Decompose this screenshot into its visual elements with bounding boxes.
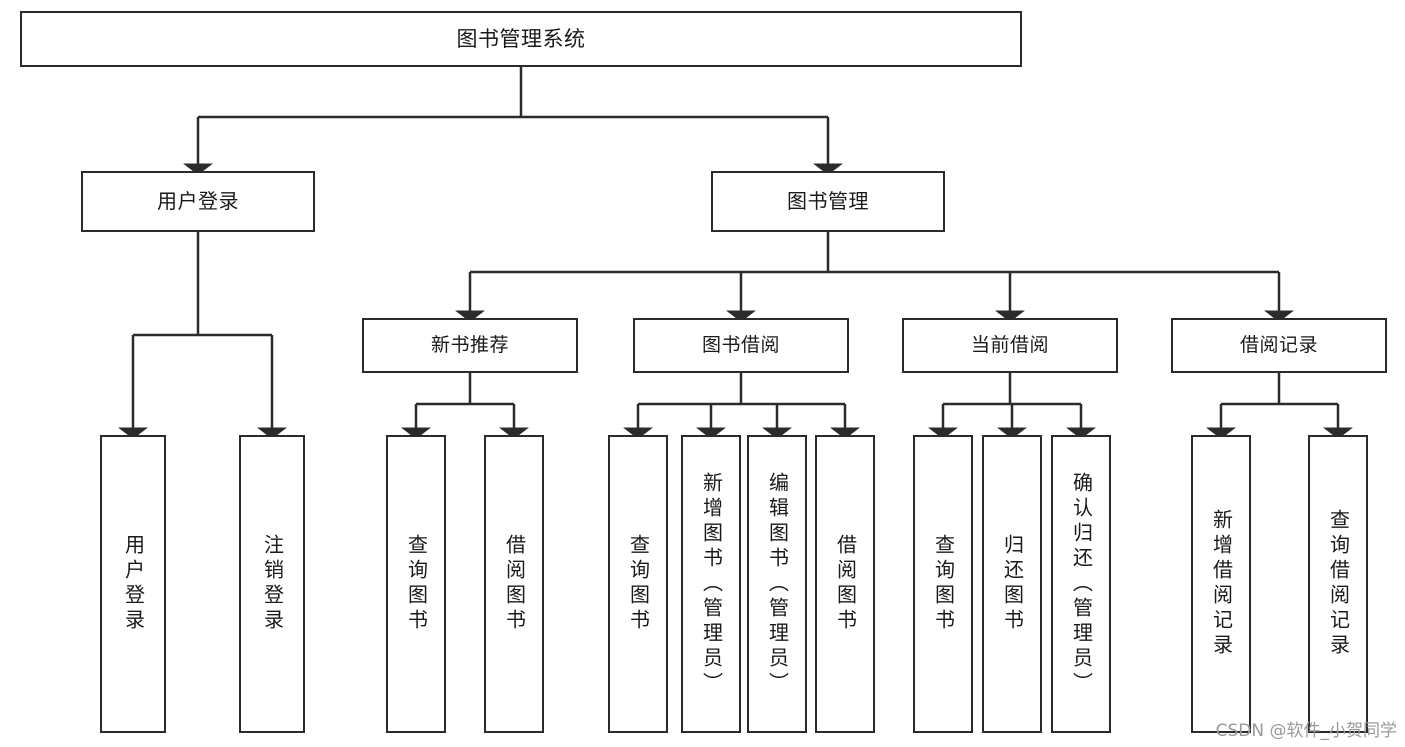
node-label: 当前借阅	[970, 334, 1049, 357]
node-r2[interactable]: 查询借阅记录	[1308, 435, 1368, 733]
node-login[interactable]: 用户登录	[81, 171, 315, 232]
node-b1[interactable]: 查询图书	[608, 435, 668, 733]
node-label: 查询图书	[404, 534, 429, 634]
node-l1[interactable]: 用户登录	[100, 435, 166, 733]
node-n1[interactable]: 查询图书	[386, 435, 446, 733]
node-label: 查询借阅记录	[1326, 509, 1351, 659]
node-root[interactable]: 图书管理系统	[20, 11, 1022, 67]
node-records[interactable]: 借阅记录	[1171, 318, 1387, 373]
node-borrow[interactable]: 图书借阅	[633, 318, 849, 373]
node-n2[interactable]: 借阅图书	[484, 435, 544, 733]
node-label: 用户登录	[121, 534, 146, 634]
node-b3[interactable]: 编辑图书（管理员）	[747, 435, 807, 733]
node-current[interactable]: 当前借阅	[902, 318, 1118, 373]
node-label: 图书借阅	[701, 334, 780, 357]
node-label: 注销登录	[260, 534, 285, 634]
node-c2[interactable]: 归还图书	[982, 435, 1042, 733]
node-b4[interactable]: 借阅图书	[815, 435, 875, 733]
node-c3[interactable]: 确认归还（管理员）	[1051, 435, 1111, 733]
node-newbooks[interactable]: 新书推荐	[362, 318, 578, 373]
node-label: 新增借阅记录	[1209, 509, 1234, 659]
node-label: 图书管理	[787, 188, 869, 213]
node-r1[interactable]: 新增借阅记录	[1191, 435, 1251, 733]
watermark-text: CSDN @软件_小贺同学	[1215, 721, 1397, 741]
node-label: 借阅图书	[833, 534, 858, 634]
node-label: 新书推荐	[430, 334, 509, 357]
node-label: 借阅图书	[502, 534, 527, 634]
node-label: 查询图书	[931, 534, 956, 634]
node-b2[interactable]: 新增图书（管理员）	[681, 435, 741, 733]
node-l2[interactable]: 注销登录	[239, 435, 305, 733]
node-label: 借阅记录	[1239, 334, 1318, 357]
node-label: 确认归还（管理员）	[1069, 471, 1094, 697]
node-label: 图书管理系统	[456, 26, 586, 51]
node-label: 归还图书	[1000, 534, 1025, 634]
node-label: 新增图书（管理员）	[699, 471, 724, 697]
node-label: 编辑图书（管理员）	[765, 471, 790, 697]
node-label: 用户登录	[157, 188, 239, 213]
node-label: 查询图书	[626, 534, 651, 634]
node-bookmgmt[interactable]: 图书管理	[711, 171, 945, 232]
node-c1[interactable]: 查询图书	[913, 435, 973, 733]
